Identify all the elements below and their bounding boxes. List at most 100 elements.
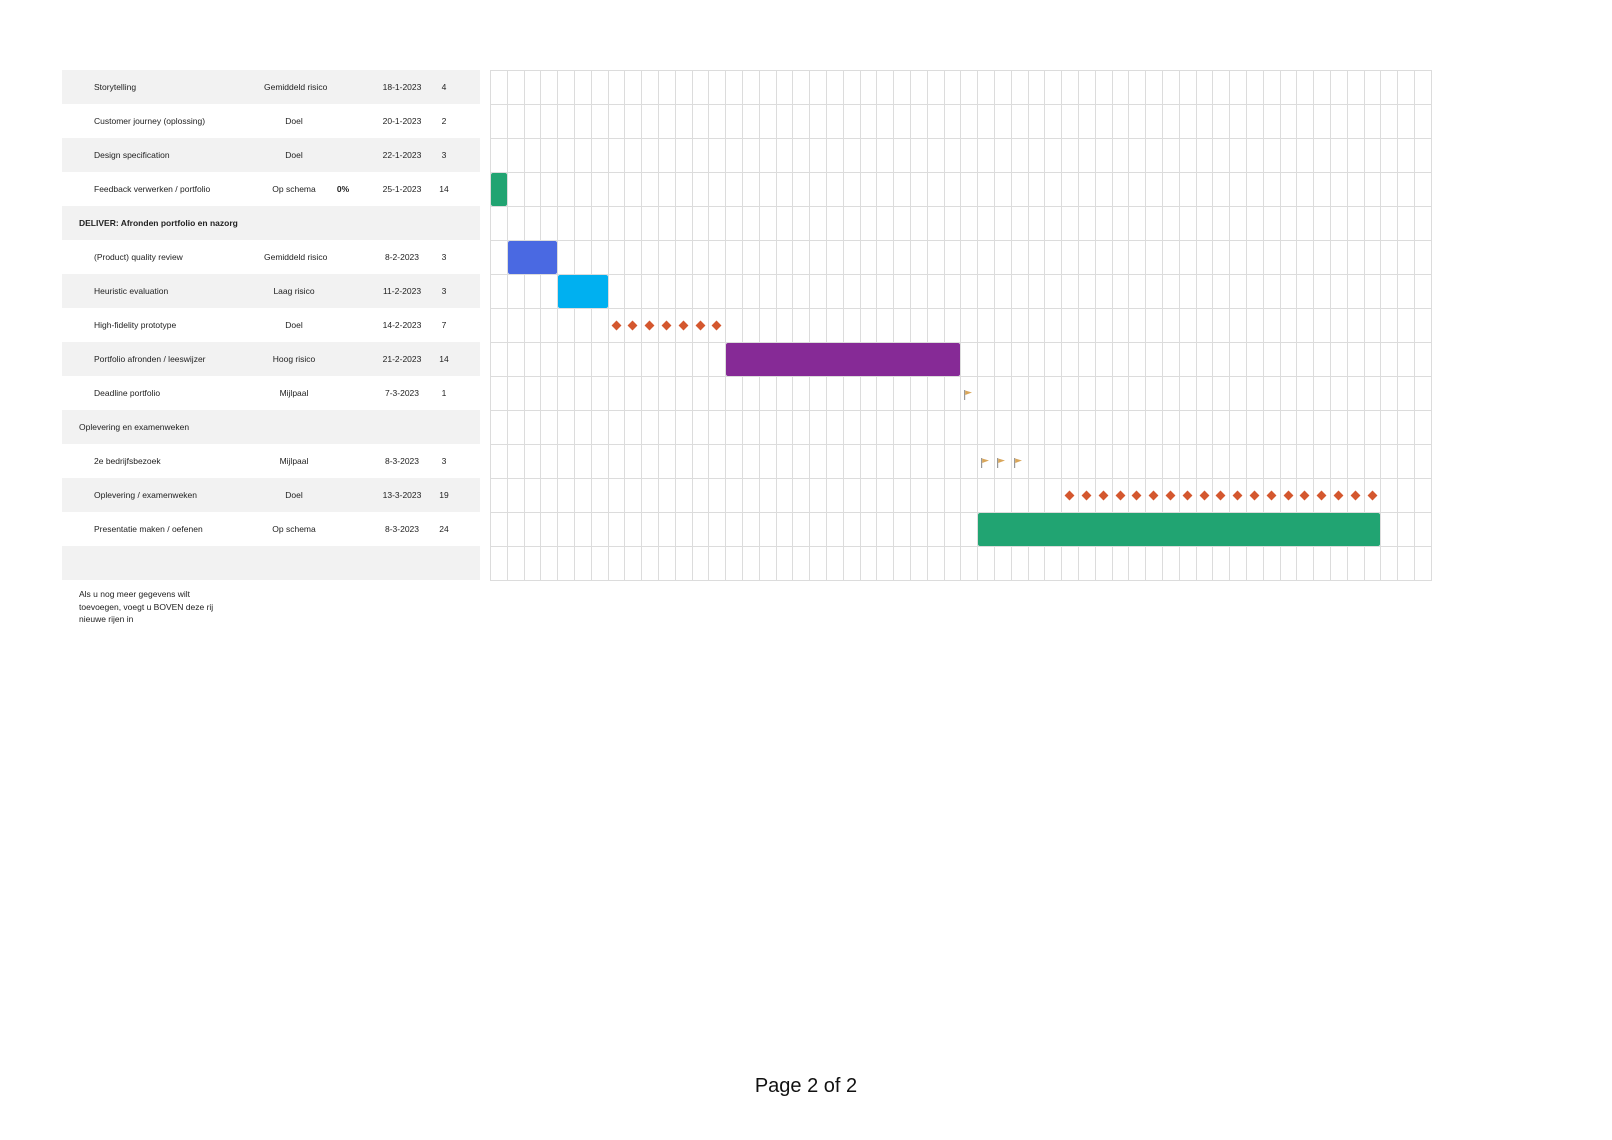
grid-cell (1061, 172, 1079, 207)
grid-cell (1078, 376, 1096, 411)
grid-cell (926, 172, 945, 207)
grid-cell (1346, 376, 1365, 411)
grid-cell (960, 546, 979, 581)
grid-cell (1296, 240, 1315, 275)
task-name: High-fidelity prototype (94, 320, 177, 330)
grid-cell (1178, 240, 1197, 275)
grid-cell (1246, 172, 1264, 207)
grid-cell (1010, 376, 1029, 411)
grid-cell (1010, 308, 1029, 343)
gantt-bar (978, 513, 1381, 546)
grid-cell (1162, 104, 1180, 139)
grid-cell (1262, 410, 1281, 445)
grid-cell (1162, 138, 1180, 173)
grid-cell (926, 546, 945, 581)
grid-cell (1414, 410, 1432, 445)
grid-cell (557, 444, 575, 479)
grid-cell (1212, 410, 1231, 445)
grid-cell (1363, 342, 1382, 377)
grid-cell (758, 546, 777, 581)
grid-cell (893, 138, 911, 173)
grid-cell (1212, 206, 1231, 241)
grid-cell (859, 172, 878, 207)
grid-cell (574, 240, 592, 275)
grid-cell (1330, 138, 1348, 173)
grid-cell (1195, 138, 1214, 173)
grid-cell (1330, 240, 1348, 275)
grid-cell (691, 206, 710, 241)
grid-cell (1195, 206, 1214, 241)
grid-cell (1380, 478, 1399, 513)
grid-cell (910, 138, 928, 173)
grid-cell (1111, 376, 1130, 411)
grid-cell (1229, 172, 1247, 207)
grid-cell (574, 138, 592, 173)
grid-cell (1044, 206, 1063, 241)
grid-cell (674, 376, 693, 411)
grid-cell (506, 308, 525, 343)
grid-cell (624, 444, 643, 479)
grid-cell (1010, 172, 1029, 207)
grid-cell (960, 410, 979, 445)
grid-cell (540, 172, 559, 207)
grid-cell (842, 138, 861, 173)
grid-cell (1111, 240, 1130, 275)
grid-cell (910, 308, 928, 343)
grid-cell (775, 240, 794, 275)
grid-cell (960, 138, 979, 173)
grid-cell (1279, 444, 1298, 479)
grid-cell (523, 104, 542, 139)
grid-cell (910, 512, 928, 547)
grid-cell (876, 240, 895, 275)
grid-cell (1380, 104, 1399, 139)
grid-cell (658, 138, 676, 173)
grid-cell (1262, 444, 1281, 479)
grid-cell (1145, 172, 1163, 207)
grid-cell (1363, 70, 1382, 105)
task-start-date: 8-3-2023 (384, 524, 420, 534)
grid-cell (826, 478, 844, 513)
grid-cell (1145, 342, 1163, 377)
grid-cell (1397, 70, 1415, 105)
task-days: 7 (441, 320, 447, 330)
grid-cell (893, 546, 911, 581)
grid-cell (1414, 172, 1432, 207)
grid-cell (758, 240, 777, 275)
grid-cell (490, 342, 508, 377)
grid-cell (1128, 308, 1147, 343)
grid-cell (994, 342, 1012, 377)
grid-cell (1346, 410, 1365, 445)
grid-cell (1346, 240, 1365, 275)
task-start-date: 13-3-2023 (382, 490, 422, 500)
grid-cell (977, 342, 995, 377)
task-status: Mijlpaal (279, 388, 309, 398)
grid-cell (1094, 410, 1113, 445)
grid-cell (943, 546, 962, 581)
grid-cell (1363, 376, 1382, 411)
grid-cell (1262, 376, 1281, 411)
grid-cell (674, 546, 693, 581)
grid-cell (826, 274, 844, 309)
grid-cell (506, 342, 525, 377)
grid-cell (1414, 206, 1432, 241)
grid-cell (809, 104, 827, 139)
grid-cell (1145, 206, 1163, 241)
grid-cell (490, 70, 508, 105)
grid-cell (1380, 172, 1399, 207)
grid-cell (1078, 70, 1096, 105)
grid-cell (1229, 240, 1247, 275)
grid-cell (1094, 172, 1113, 207)
grid-cell (1279, 308, 1298, 343)
grid-cell (1229, 138, 1247, 173)
grid-cell (1246, 138, 1264, 173)
grid-cell (1094, 206, 1113, 241)
grid-cell (590, 478, 609, 513)
grid-cell (792, 274, 811, 309)
grid-cell (506, 206, 525, 241)
grid-cell (506, 138, 525, 173)
task-status: Gemiddeld risico (264, 252, 328, 262)
grid-cell (725, 512, 743, 547)
grid-cell (876, 410, 895, 445)
